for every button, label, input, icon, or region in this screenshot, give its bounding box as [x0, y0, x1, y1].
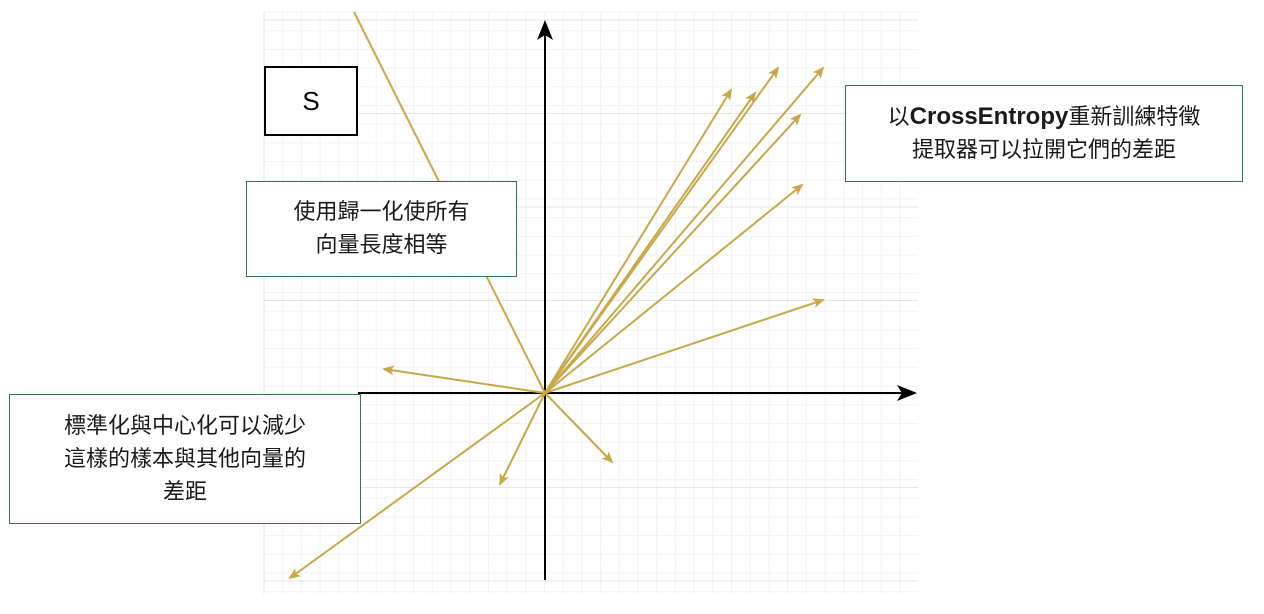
center-note-line-2: 這樣的樣本與其他向量的 — [63, 446, 306, 472]
s-label-box: S — [264, 66, 358, 136]
grid-lines — [263, 11, 918, 594]
vector-arrow — [382, 365, 546, 394]
vector-arrow — [544, 298, 825, 394]
center-note-line-1: 標準化與中心化可以減少 — [63, 413, 306, 439]
normalize-note-line-1: 使用歸一化使所有 — [293, 200, 470, 225]
center-note: 標準化與中心化可以減少 這樣的樣本與其他向量的 差距 — [9, 394, 361, 524]
vector-arrow — [288, 392, 546, 580]
vector-arrow — [544, 66, 825, 394]
vectors — [288, 11, 825, 580]
center-note-line-3: 差距 — [162, 479, 207, 505]
crossentropy-note-line-1: 以CrossEntropy重新訓練特徵 — [888, 100, 1201, 134]
vector-arrow — [499, 392, 546, 486]
crossentropy-suffix: 重新訓練特徵 — [1068, 105, 1201, 130]
vector-arrow — [544, 392, 614, 464]
crossentropy-term: CrossEntropy — [909, 103, 1069, 130]
crossentropy-prefix: 以 — [887, 105, 910, 130]
crossentropy-note-line-2: 提取器可以拉開它們的差距 — [911, 138, 1176, 163]
vector-arrow — [544, 66, 780, 394]
vector-arrow — [544, 183, 804, 394]
vector-arrow — [544, 113, 802, 394]
s-label: S — [302, 85, 320, 116]
normalize-note: 使用歸一化使所有 向量長度相等 — [246, 181, 517, 277]
vector-arrow — [544, 88, 733, 394]
crossentropy-note: 以CrossEntropy重新訓練特徵 提取器可以拉開它們的差距 — [845, 85, 1243, 182]
normalize-note-line-2: 向量長度相等 — [315, 233, 448, 258]
